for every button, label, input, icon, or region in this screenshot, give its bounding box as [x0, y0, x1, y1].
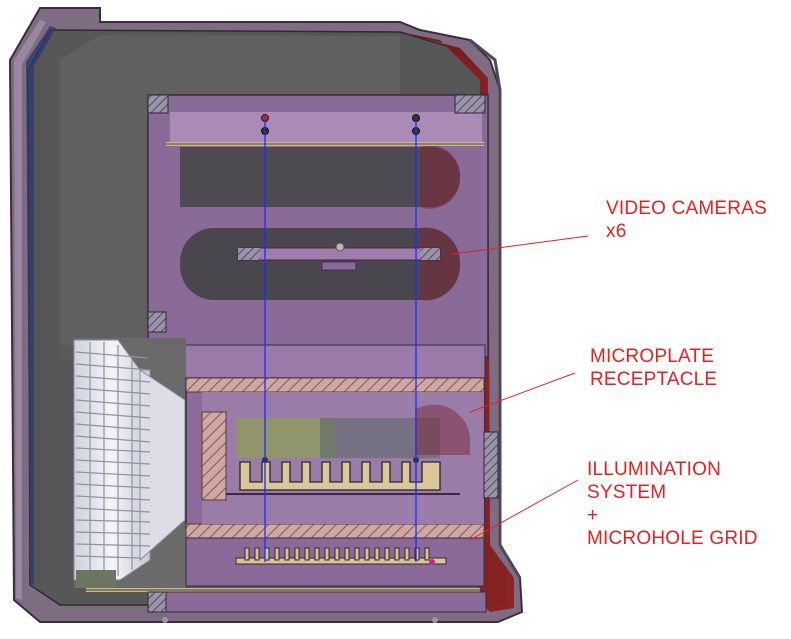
callout-video-cameras: VIDEO CAMERAS x6 [606, 198, 767, 242]
camera-lens-icon [335, 242, 345, 252]
illumination-system [86, 537, 487, 623]
callout-microplate-receptacle: MICROPLATE RECEPTACLE [590, 346, 718, 390]
microplate-icon [239, 461, 441, 491]
microplate-receptacle [185, 377, 499, 539]
callout-illumination-system: ILLUMINATION SYSTEM + MICROHOLE GRID [587, 459, 758, 549]
camera-frame [147, 94, 489, 358]
optical-axes [264, 120, 417, 562]
heatsink-fan-icon [73, 338, 186, 588]
callout-leaders [451, 235, 589, 541]
microhole-grid-icon [235, 547, 447, 565]
mid-frame [184, 344, 486, 381]
